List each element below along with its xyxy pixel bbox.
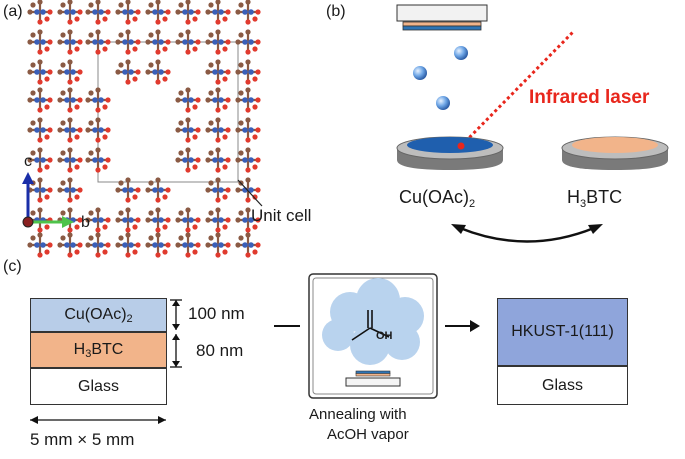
- h3btc-label: H3BTC: [567, 187, 623, 210]
- laser-beam: [459, 30, 575, 148]
- stack-layer-glass: Glass: [30, 368, 167, 405]
- substrate-holder: [396, 4, 488, 31]
- oh-label: OH: [376, 330, 393, 342]
- result-film-hkust: HKUST-1(111): [497, 298, 628, 366]
- ablated-particles: [413, 46, 468, 110]
- panel-label-c: (c): [3, 258, 22, 275]
- acetic-acid-molecule: [351, 310, 390, 341]
- cu-oac-target: [396, 136, 504, 170]
- axis-c-label: c: [24, 153, 32, 170]
- thickness-arrow-80nm: [170, 334, 182, 368]
- panel-label-a: (a): [3, 3, 23, 20]
- annealing-sample: [345, 370, 401, 387]
- anneal-chamber-inner: [312, 277, 434, 395]
- thickness-100nm: 100 nm: [188, 304, 245, 323]
- crystal-structure: [27, 0, 261, 258]
- stack-layer-cu-oac: Cu(OAc)2: [30, 298, 167, 332]
- axis-b-label: b: [81, 214, 90, 231]
- sample-size-label: 5 mm × 5 mm: [30, 430, 135, 449]
- panel-label-b: (b): [326, 3, 346, 20]
- unit-cell-label: Unit cell: [251, 206, 312, 225]
- result-substrate-glass: Glass: [497, 366, 628, 405]
- swap-arrow: [451, 224, 603, 243]
- anneal-label-line2: AcOH vapor: [327, 426, 409, 443]
- thickness-80nm: 80 nm: [196, 341, 244, 360]
- unit-cell-pointer: [237, 179, 263, 207]
- thickness-arrow-100nm: [170, 299, 182, 330]
- infrared-laser-label: Infrared laser: [529, 87, 650, 108]
- process-arrow: [445, 320, 480, 332]
- axis-indicator: [22, 172, 74, 228]
- anneal-label-line1: Annealing with: [309, 406, 407, 423]
- h3btc-target: [561, 136, 669, 170]
- size-arrow: [30, 416, 166, 424]
- cu-oac-label: Cu(OAc)2: [399, 187, 476, 210]
